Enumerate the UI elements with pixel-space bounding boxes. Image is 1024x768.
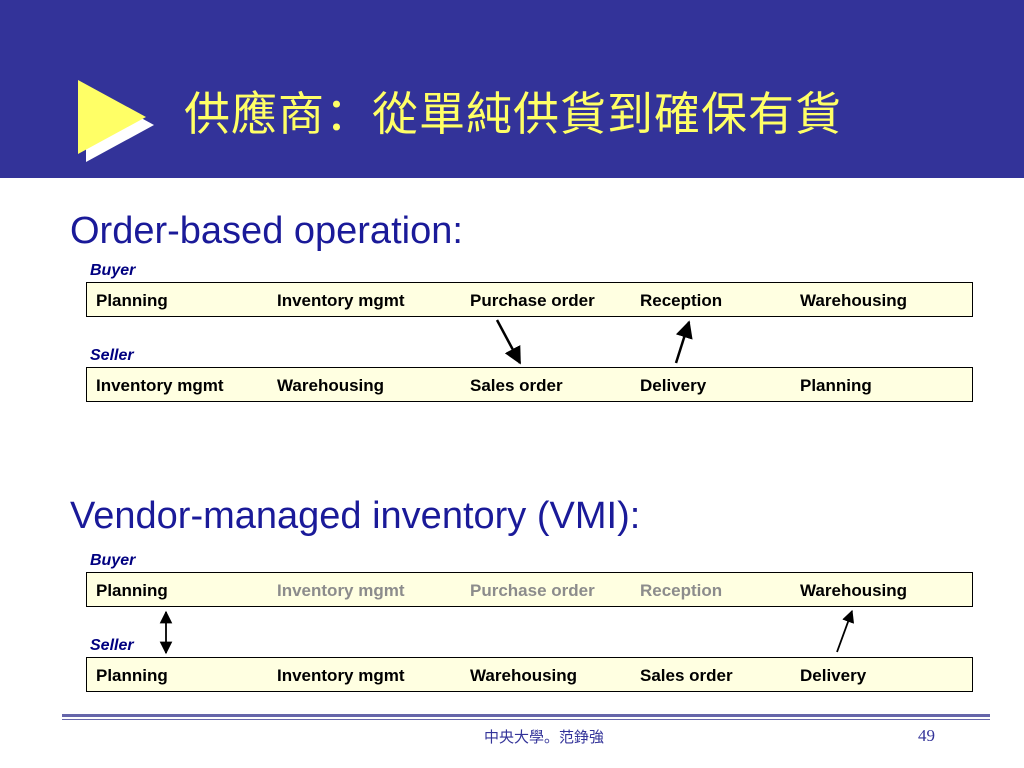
- process-step: Planning: [96, 666, 168, 685]
- arrow-delivery-to-warehousing: [836, 609, 855, 653]
- process-step: Delivery: [640, 376, 707, 395]
- seller-process-row: Planning Inventory mgmt Warehousing Sale…: [86, 657, 973, 692]
- buyer-label: Buyer: [90, 262, 136, 279]
- footer-divider: [62, 714, 990, 717]
- footer-divider: [62, 719, 990, 720]
- process-step: Inventory mgmt: [96, 376, 224, 395]
- buyer-process-row: Planning Inventory mgmt Purchase order R…: [86, 572, 973, 607]
- footer-author: 中央大學。范錚強: [484, 728, 605, 746]
- process-step: Inventory mgmt: [277, 291, 405, 310]
- process-step: Reception: [640, 291, 723, 310]
- process-step: Sales order: [640, 666, 733, 685]
- process-step: Planning: [96, 581, 168, 600]
- process-step: Delivery: [800, 666, 867, 685]
- arrow-delivery-to-reception: [674, 320, 693, 364]
- section-title-order-based: Order-based operation:: [70, 210, 463, 252]
- buyer-process-row: Planning Inventory mgmt Purchase order R…: [86, 282, 973, 317]
- process-step: Purchase order: [470, 581, 595, 600]
- buyer-label: Buyer: [90, 552, 136, 569]
- arrow-purchase-to-sales: [495, 319, 522, 365]
- process-step: Warehousing: [800, 291, 908, 310]
- process-step: Planning: [96, 291, 168, 310]
- play-arrow-icon: [78, 80, 154, 162]
- seller-process-row: Inventory mgmt Warehousing Sales order D…: [86, 367, 973, 402]
- seller-label: Seller: [90, 637, 134, 654]
- process-step: Inventory mgmt: [277, 666, 405, 685]
- seller-label: Seller: [90, 347, 134, 364]
- process-step: Sales order: [470, 376, 563, 395]
- section-title-vmi: Vendor-managed inventory (VMI):: [70, 495, 641, 537]
- process-step: Warehousing: [277, 376, 385, 395]
- process-step: Reception: [640, 581, 723, 600]
- process-step: Warehousing: [470, 666, 578, 685]
- process-step: Purchase order: [470, 291, 595, 310]
- slide-header: 供應商：從單純供貨到確保有貨: [0, 0, 1024, 178]
- process-step: Planning: [800, 376, 872, 395]
- page-number: 49: [918, 726, 935, 745]
- slide-title: 供應商：從單純供貨到確保有貨: [184, 87, 842, 141]
- process-step: Warehousing: [800, 581, 908, 600]
- process-step: Inventory mgmt: [277, 581, 405, 600]
